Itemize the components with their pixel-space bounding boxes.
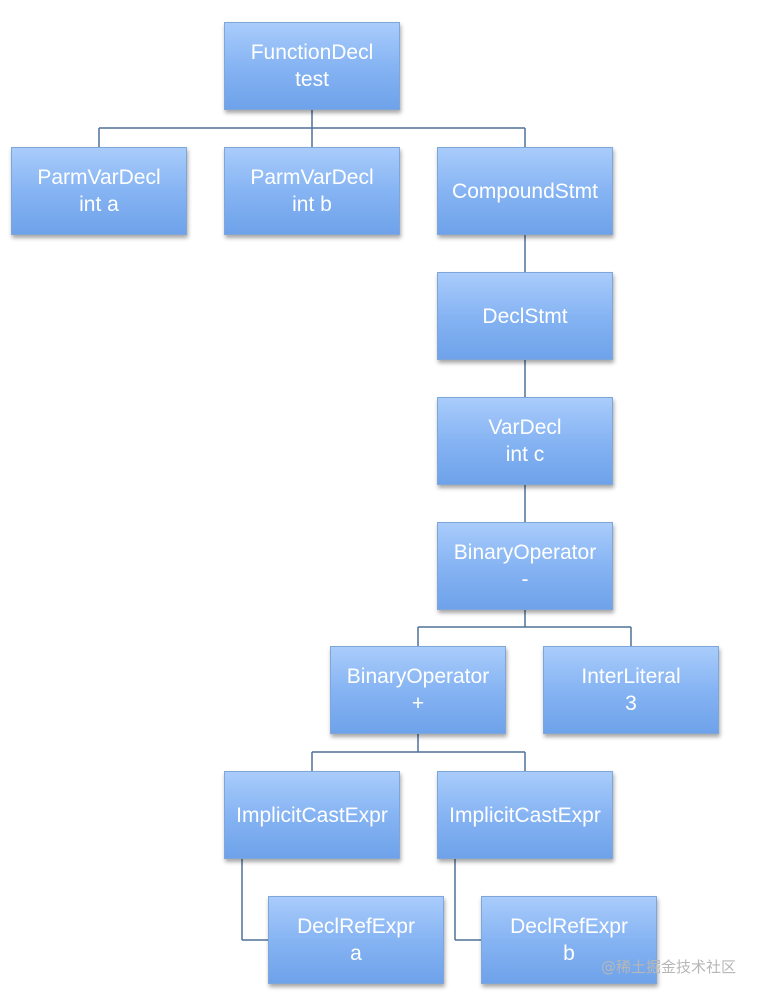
node-compound-stmt: CompoundStmt	[437, 147, 613, 235]
node-binop-plus-detail: +	[411, 692, 425, 715]
node-var-decl: VarDecl int c	[437, 397, 613, 485]
node-binop-minus-title: BinaryOperator	[453, 541, 597, 564]
node-binop-plus-title: BinaryOperator	[346, 665, 490, 688]
node-inter-literal: InterLiteral 3	[543, 646, 719, 734]
node-cast-right-title: ImplicitCastExpr	[449, 803, 601, 827]
node-implicit-cast-expr-right: ImplicitCastExpr	[437, 771, 613, 859]
node-decl-stmt-title: DeclStmt	[482, 304, 568, 328]
node-var-decl-title: VarDecl	[488, 416, 562, 439]
node-parm-a-title: ParmVarDecl	[37, 166, 161, 189]
node-function-decl-detail: test	[295, 68, 329, 91]
node-parm-a-detail: int a	[79, 193, 119, 216]
node-decl-ref-expr-a: DeclRefExpr a	[268, 896, 444, 984]
node-parm-b-title: ParmVarDecl	[250, 166, 374, 189]
node-function-decl: FunctionDecl test	[224, 22, 400, 110]
node-decl-stmt: DeclStmt	[437, 272, 613, 360]
node-compound-title: CompoundStmt	[452, 179, 598, 203]
node-cast-left-title: ImplicitCastExpr	[236, 803, 388, 827]
node-ref-a-title: DeclRefExpr	[297, 915, 415, 938]
node-parm-var-decl-a: ParmVarDecl int a	[11, 147, 187, 235]
node-ref-a-detail: a	[350, 942, 362, 965]
node-ref-b-detail: b	[563, 942, 575, 965]
watermark: @稀土掘金技术社区	[600, 958, 736, 976]
node-binop-minus-detail: -	[521, 568, 529, 591]
node-ref-b-title: DeclRefExpr	[510, 915, 628, 938]
node-parm-b-detail: int b	[292, 193, 332, 216]
node-function-decl-title: FunctionDecl	[250, 41, 374, 64]
node-parm-var-decl-b: ParmVarDecl int b	[224, 147, 400, 235]
node-inter-literal-title: InterLiteral	[581, 665, 681, 688]
node-implicit-cast-expr-left: ImplicitCastExpr	[224, 771, 400, 859]
node-inter-literal-detail: 3	[625, 692, 637, 715]
node-decl-ref-expr-b: DeclRefExpr b	[481, 896, 657, 984]
node-binary-operator-plus: BinaryOperator +	[330, 646, 506, 734]
node-var-decl-detail: int c	[505, 443, 545, 466]
node-binary-operator-minus: BinaryOperator -	[437, 522, 613, 610]
